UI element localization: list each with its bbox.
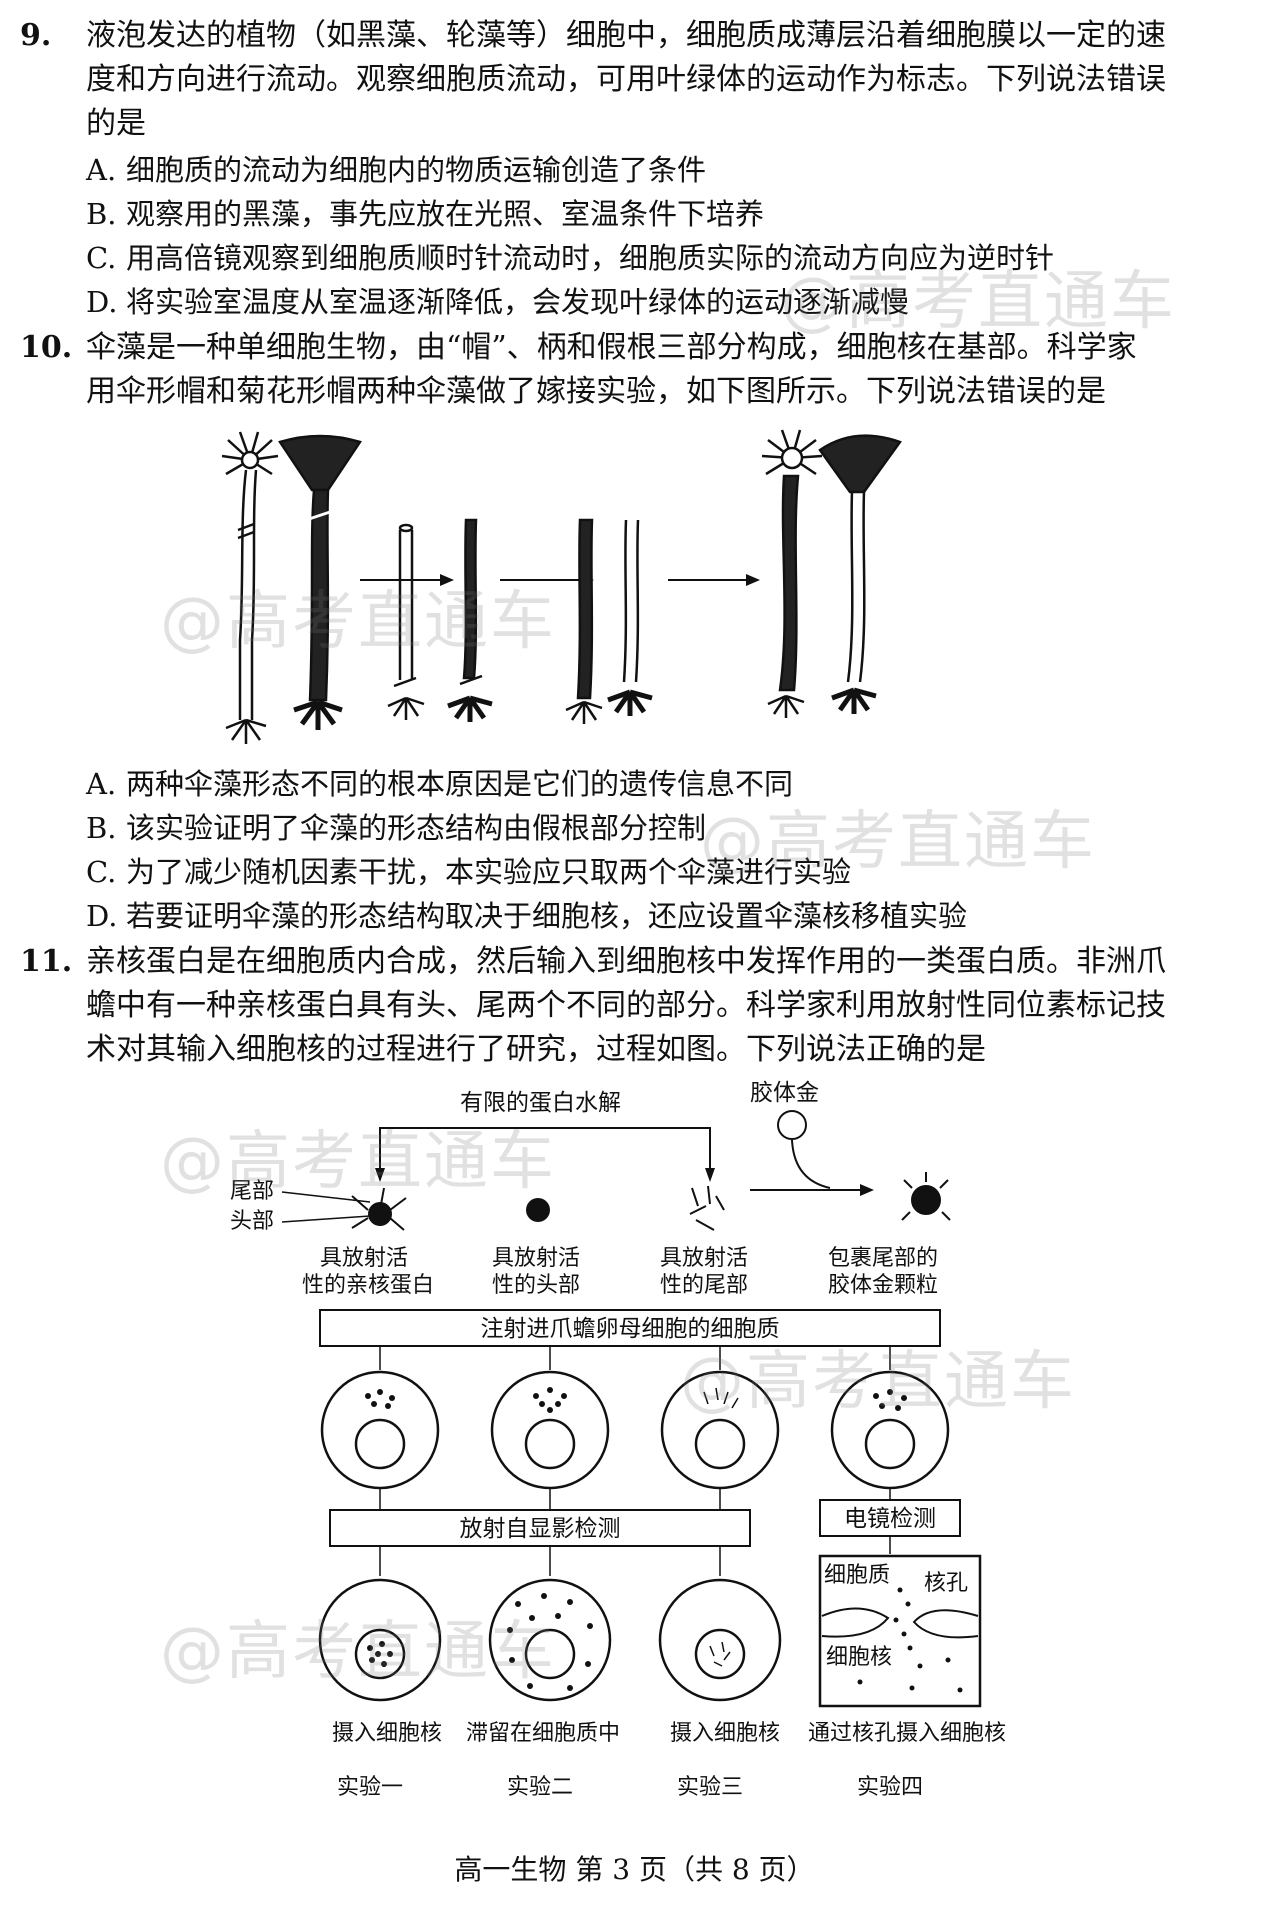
regenerated-cells [761, 429, 902, 718]
stem-line: 度和方向进行流动。观察细胞质流动，可用叶绿体的运动作为标志。下列说法错误 [86, 62, 1166, 97]
nuclear-import-figure: 有限的蛋白水解 胶体金 尾部 头部 具放射活 性的亲核蛋白 具放射活 [230, 1080, 1006, 1800]
result-label: 滞留在细胞质中 [466, 1721, 620, 1746]
umbrella-acetabularia [278, 434, 362, 730]
experiment-label: 实验三 [677, 1775, 743, 1800]
stem-line: 术对其输入细胞核的过程进行了研究，过程如图。下列说法正确的是 [86, 1032, 986, 1067]
grafting-figure [221, 429, 902, 744]
item-label: 具放射活 [320, 1246, 408, 1271]
autoradiography-box [329, 1509, 751, 1547]
experiment-label: 实验二 [507, 1775, 573, 1800]
experiment-label: 实验一 [337, 1775, 403, 1800]
question-10: 10. 伞藻是一种单细胞生物，由“帽”、柄和假根三部分构成，细胞核在基部。科学家… [20, 326, 1245, 414]
autoradiography-label: 放射自显影检测 [460, 1516, 621, 1542]
question-number: 9. [20, 18, 52, 53]
stem-line: 伞藻是一种单细胞生物，由“帽”、柄和假根三部分构成，细胞核在基部。科学家 [86, 330, 1137, 365]
option-a: A.细胞质的流动为细胞内的物质运输创造了条件 [86, 153, 707, 187]
item-label: 具放射活 [660, 1246, 748, 1271]
question-9: 9. 液泡发达的植物（如黑藻、轮藻等）细胞中，细胞质成薄层沿着细胞膜以一定的速 … [20, 14, 1245, 146]
head-label: 头部 [230, 1209, 274, 1234]
question-stem: 亲核蛋白是在细胞质内合成，然后输入到细胞核中发挥作用的一类蛋白质。非洲爪 蟾中有… [86, 940, 1245, 1072]
separated-stalks [387, 518, 493, 722]
question-stem: 伞藻是一种单细胞生物，由“帽”、柄和假根三部分构成，细胞核在基部。科学家 用伞形… [86, 326, 1245, 414]
em-panel: 细胞质 核孔 细胞核 [818, 1554, 982, 1708]
grafted-cells [565, 518, 653, 724]
item-label: 性的尾部 [660, 1273, 748, 1298]
result-label: 摄入细胞核 [332, 1721, 442, 1746]
result-cell [658, 1578, 782, 1702]
item-label: 胶体金颗粒 [828, 1273, 938, 1298]
question-11: 11. 亲核蛋白是在细胞质内合成，然后输入到细胞核中发挥作用的一类蛋白质。非洲爪… [20, 940, 1245, 1072]
result-label: 摄入细胞核 [670, 1721, 780, 1746]
question-number: 10. [20, 330, 73, 365]
option-d: D.若要证明伞藻的形态结构取决于细胞核，还应设置伞藻核移植实验 [86, 899, 968, 933]
em-pore-label: 核孔 [924, 1571, 968, 1596]
question-number: 11. [20, 944, 73, 979]
item-label: 具放射活 [492, 1246, 580, 1271]
inject-box-label: 注射进爪蟾卵母细胞的细胞质 [481, 1316, 780, 1342]
result-label: 通过核孔摄入细胞核 [808, 1721, 1006, 1746]
arrow-icon [360, 574, 454, 586]
em-nucleus-label: 细胞核 [826, 1645, 892, 1670]
tail-label: 尾部 [230, 1179, 274, 1204]
item-label: 包裹尾部的 [828, 1246, 938, 1271]
option-d: D.将实验室温度从室温逐渐降低，会发现叶绿体的运动逐渐减慢 [86, 285, 910, 319]
option-b: B.该实验证明了伞藻的形态结构由假根部分控制 [86, 811, 707, 845]
stem-line: 液泡发达的植物（如黑藻、轮藻等）细胞中，细胞质成薄层沿着细胞膜以一定的速 [86, 18, 1166, 53]
em-cytoplasm-label: 细胞质 [824, 1563, 890, 1588]
stem-line: 的是 [86, 106, 146, 141]
arrow-icon [668, 574, 760, 586]
inject-box [319, 1309, 941, 1347]
experiment-label: 实验四 [857, 1775, 923, 1800]
tail-fragment-icon [689, 1185, 725, 1231]
nucleoplasmin-icon [351, 1187, 407, 1231]
chrysanthemum-acetabularia [221, 431, 279, 744]
gold-particle-icon [777, 1110, 807, 1140]
option-c: C.用高倍镜观察到细胞质顺时针流动时，细胞质实际的流动方向应为逆时针 [86, 241, 1055, 275]
oocyte-cell [660, 1370, 780, 1490]
stem-line: 亲核蛋白是在细胞质内合成，然后输入到细胞核中发挥作用的一类蛋白质。非洲爪 [86, 944, 1166, 979]
head-fragment-icon [526, 1198, 550, 1222]
option-b: B.观察用的黑藻，事先应放在光照、室温条件下培养 [86, 197, 765, 231]
stem-line: 用伞形帽和菊花形帽两种伞藻做了嫁接实验，如下图所示。下列说法错误的是 [86, 374, 1106, 409]
option-c: C.为了减少随机因素干扰，本实验应只取两个伞藻进行实验 [86, 855, 852, 889]
em-box-label: 电镜检测 [844, 1506, 936, 1532]
question-stem: 液泡发达的植物（如黑藻、轮藻等）细胞中，细胞质成薄层沿着细胞膜以一定的速 度和方… [86, 14, 1245, 146]
hydrolysis-label: 有限的蛋白水解 [460, 1090, 621, 1116]
item-label: 性的亲核蛋白 [302, 1273, 434, 1298]
result-cell [318, 1578, 442, 1702]
option-a: A.两种伞藻形态不同的根本原因是它们的遗传信息不同 [86, 767, 794, 801]
colloidal-gold-label: 胶体金 [750, 1080, 819, 1106]
item-label: 性的头部 [492, 1273, 580, 1298]
stem-line: 蟾中有一种亲核蛋白具有头、尾两个不同的部分。科学家利用放射性同位素标记技 [86, 988, 1166, 1023]
page-footer: 高一生物 第 3 页（共 8 页） [454, 1853, 815, 1886]
result-cell [488, 1578, 612, 1702]
gold-tail-icon [901, 1172, 951, 1221]
